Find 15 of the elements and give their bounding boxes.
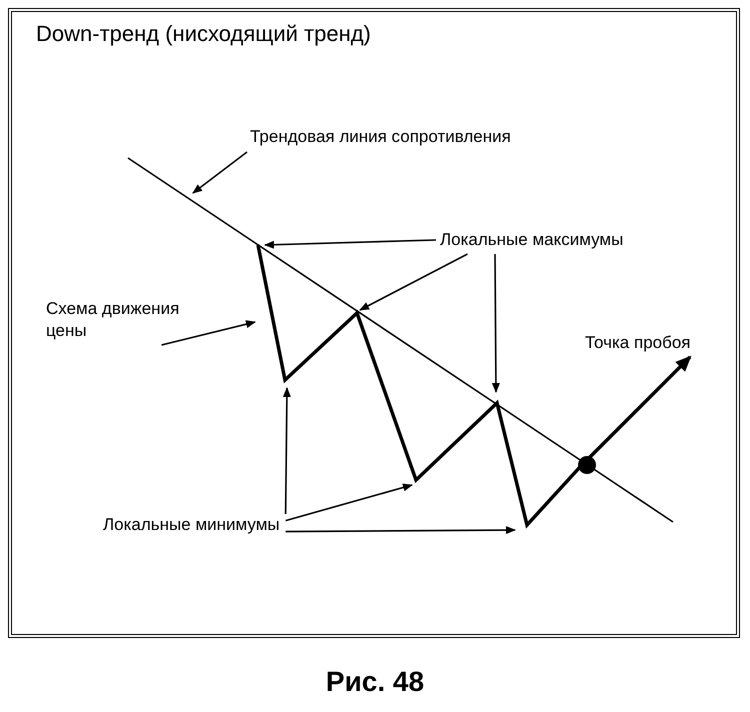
leader-line <box>359 253 468 311</box>
leader-line <box>161 320 256 346</box>
callout-label: Локальные минимумы <box>103 514 280 536</box>
callout-label: Точка пробоя <box>585 332 690 354</box>
callout-label: Локальные максимумы <box>440 229 624 251</box>
leader-line <box>282 387 291 514</box>
leader-line <box>264 239 436 249</box>
callout-label: Схема движения цены <box>46 298 211 342</box>
leader-line <box>285 484 413 522</box>
title: Down-тренд (нисходящий тренд) <box>36 20 371 48</box>
leader-line <box>286 526 516 534</box>
caption: Рис. 48 <box>324 665 426 699</box>
leader-line <box>492 254 500 393</box>
leader-line <box>192 151 248 194</box>
callout-label: Трендовая линия сопротивления <box>250 126 511 148</box>
